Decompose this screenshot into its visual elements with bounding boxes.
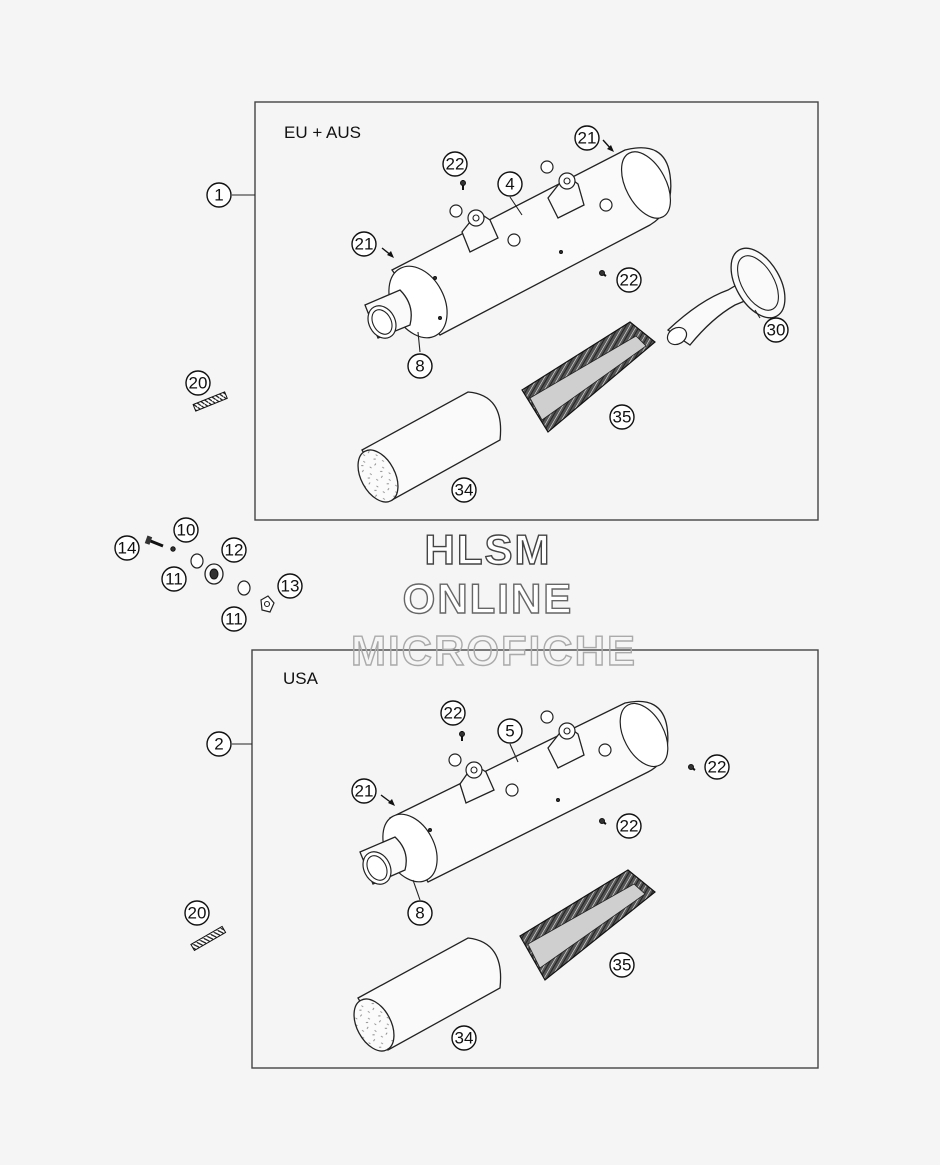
svg-text:34: 34: [455, 1029, 474, 1048]
svg-text:13: 13: [281, 577, 300, 596]
nut-13: [260, 595, 275, 613]
callout-20: 20: [184, 900, 210, 926]
section-usa: USA: [251, 649, 819, 1069]
callout-21: 21: [351, 778, 377, 804]
packing-34-top: [357, 391, 502, 503]
callout-11: 11: [161, 566, 187, 592]
callout-34: 34: [451, 1025, 477, 1051]
packing-35-bottom: [519, 869, 656, 981]
svg-text:5: 5: [505, 722, 514, 741]
svg-text:30: 30: [767, 321, 786, 340]
callout-5: 5: [497, 718, 523, 744]
callout-2: 2: [206, 731, 232, 757]
callout-4: 4: [497, 171, 523, 197]
callout-35: 35: [609, 404, 635, 430]
svg-text:21: 21: [578, 129, 597, 148]
callout-11: 11: [221, 606, 247, 632]
callout-20: 20: [185, 370, 211, 396]
svg-text:10: 10: [177, 521, 196, 540]
callout-10: 10: [173, 517, 199, 543]
svg-text:2: 2: [214, 735, 223, 754]
section-label-bottom: USA: [283, 669, 319, 688]
section-eu-aus: EU + AUS: [254, 101, 819, 521]
silencer-5: [359, 700, 669, 885]
leader-lines: [232, 194, 761, 901]
svg-text:20: 20: [189, 374, 208, 393]
callout-35: 35: [609, 952, 635, 978]
svg-text:21: 21: [355, 782, 374, 801]
callout-21: 21: [574, 125, 600, 151]
svg-text:21: 21: [355, 235, 374, 254]
callout-14: 14: [114, 535, 140, 561]
spring-20-top: [192, 391, 228, 412]
small-hardware-group: [144, 391, 275, 952]
svg-text:22: 22: [620, 817, 639, 836]
watermark-line-2: ONLINE: [403, 575, 574, 622]
callout-22: 22: [616, 813, 642, 839]
section-label-top: EU + AUS: [284, 123, 361, 142]
watermark-line-1: HLSM: [425, 526, 552, 573]
grommet-12: [204, 563, 224, 585]
svg-text:22: 22: [708, 758, 727, 777]
callout-8: 8: [407, 353, 433, 379]
silencer-4: [364, 147, 672, 339]
svg-text:8: 8: [415, 357, 424, 376]
callout-1: 1: [206, 182, 232, 208]
arrow-21-top: [381, 139, 614, 258]
svg-text:1: 1: [214, 186, 223, 205]
svg-text:35: 35: [613, 408, 632, 427]
washer-11-bottom: [237, 580, 251, 596]
section-frame-bottom: [251, 649, 819, 1069]
callout-22: 22: [440, 700, 466, 726]
section-frame-top: [254, 101, 819, 521]
callout-22: 22: [442, 151, 468, 177]
svg-text:22: 22: [620, 271, 639, 290]
svg-text:20: 20: [188, 904, 207, 923]
callout-13: 13: [277, 573, 303, 599]
callout-22: 22: [704, 754, 730, 780]
svg-text:12: 12: [225, 541, 244, 560]
svg-text:11: 11: [165, 570, 183, 589]
callout-30: 30: [763, 317, 789, 343]
svg-text:14: 14: [118, 539, 137, 558]
watermark: HLSM ONLINE MICROFICHE: [350, 525, 637, 674]
callout-12: 12: [221, 537, 247, 563]
arrow-21-bottom: [380, 794, 395, 806]
svg-text:22: 22: [444, 704, 463, 723]
svg-text:22: 22: [446, 155, 465, 174]
callout-34: 34: [451, 477, 477, 503]
svg-text:4: 4: [505, 175, 514, 194]
packing-34-bottom: [353, 937, 502, 1052]
svg-text:35: 35: [613, 956, 632, 975]
washer-11-top: [190, 553, 204, 569]
washer-10: [170, 546, 176, 552]
screw-22-bottom: [459, 731, 696, 825]
watermark-line-3: MICROFICHE: [351, 627, 637, 674]
callout-21: 21: [351, 231, 377, 257]
end-cap-30: [666, 247, 786, 346]
svg-text:8: 8: [415, 904, 424, 923]
callout-8: 8: [407, 900, 433, 926]
packing-35-top: [521, 321, 656, 433]
screw-22-top: [460, 180, 607, 277]
svg-text:11: 11: [225, 610, 243, 629]
spring-20-bottom: [190, 925, 227, 952]
bolt-14: [144, 535, 164, 548]
callouts: 1 4 22 21 21 22 8 30 35 34 20 14 10 12 1…: [114, 125, 789, 1051]
callout-22: 22: [616, 267, 642, 293]
svg-text:34: 34: [455, 481, 474, 500]
